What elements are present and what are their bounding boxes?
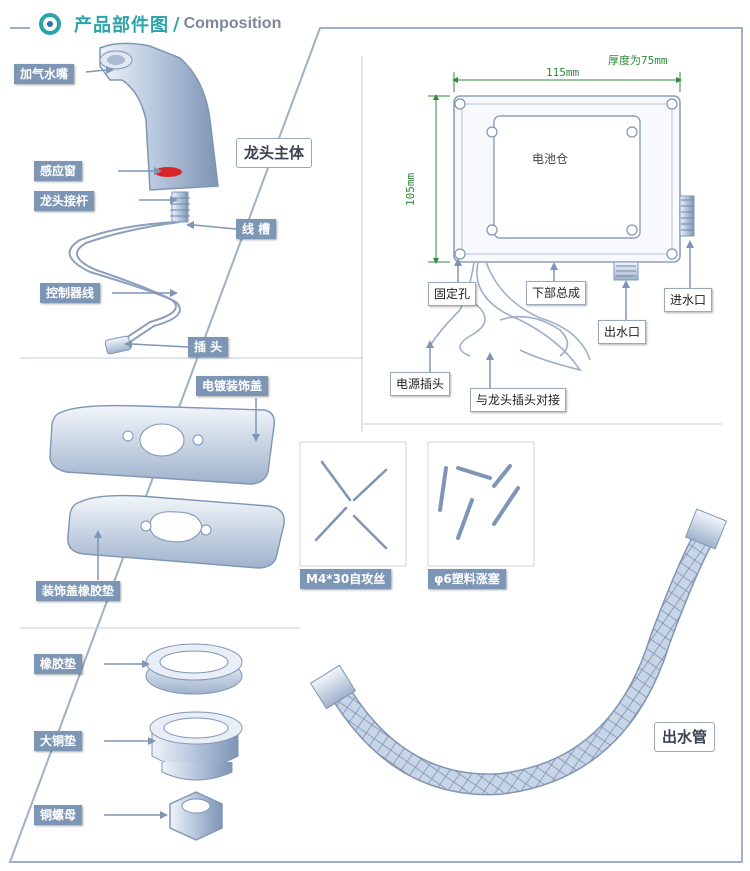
divider-lines — [20, 56, 722, 629]
cover-arrowheads — [94, 434, 260, 538]
logo-ring-icon — [39, 13, 61, 35]
label-controller-cable: 控制器线 — [40, 283, 101, 303]
label-connecting-rod: 龙头接杆 — [34, 191, 95, 211]
label-cover-plate: 电镀装饰盖 — [196, 376, 269, 396]
control-box-shape — [453, 95, 695, 281]
faucet-leader-lines — [85, 69, 237, 348]
screws-shape — [314, 460, 388, 550]
label-cover-gasket: 装饰盖橡胶垫 — [36, 581, 121, 601]
label-screws: M4*30自攻丝 — [300, 569, 392, 589]
label-rubber-gasket: 橡胶垫 — [34, 654, 83, 674]
outlet-hose-shape — [309, 508, 728, 796]
header-title-en: Composition — [183, 15, 282, 32]
faucet-arrowheads — [106, 66, 194, 348]
label-copper-gasket: 大铜垫 — [34, 731, 83, 751]
rubber-gasket-shape — [145, 643, 243, 695]
label-wire-groove: 线 槽 — [236, 219, 277, 239]
copper-nut-shape — [169, 791, 223, 841]
faucet-body-shape — [99, 42, 219, 223]
dimension-thickness: 厚度为75mm — [608, 54, 668, 67]
control-box-arrowheads — [426, 240, 694, 360]
faucet-title: 龙头主体 — [236, 138, 313, 168]
label-faucet-plug-connect: 与龙头插头对接 — [470, 388, 567, 412]
label-fixing-hole: 固定孔 — [428, 282, 477, 306]
sensor-window-red — [154, 167, 182, 177]
label-water-outlet: 出水口 — [598, 320, 647, 344]
controller-cable-shape — [68, 221, 181, 343]
label-anchors: φ6塑料涨塞 — [428, 569, 506, 589]
label-water-inlet: 进水口 — [664, 288, 713, 312]
label-power-plug: 电源插头 — [390, 372, 451, 396]
dimension-height: 105mm — [404, 172, 417, 206]
dimension-lines — [428, 72, 682, 264]
label-sensor-window: 感应窗 — [34, 161, 83, 181]
cover-leader-lines — [97, 398, 257, 580]
cover-gasket-shape — [67, 494, 285, 569]
label-aerator: 加气水嘴 — [14, 64, 75, 84]
small-parts-arrowheads — [142, 660, 168, 819]
battery-compartment: 电池仓 — [532, 152, 569, 166]
label-copper-nut: 铜螺母 — [34, 805, 83, 825]
label-lower-assembly: 下部总成 — [526, 281, 587, 305]
header: 产品部件图 / Composition — [66, 10, 281, 38]
label-plug: 插 头 — [188, 337, 229, 357]
control-box-leader-lines — [429, 244, 691, 388]
screws-panel — [299, 441, 535, 567]
label-outlet-hose: 出水管 — [654, 722, 716, 752]
anchors-shape — [438, 464, 520, 540]
dimension-width: 115mm — [546, 66, 580, 79]
small-parts-leader-lines — [104, 663, 160, 816]
cover-plate-shape — [49, 404, 275, 485]
copper-gasket-shape — [149, 711, 243, 781]
header-title-cn: 产品部件图 — [74, 15, 169, 36]
control-box-wires — [429, 261, 591, 372]
header-separator: / — [173, 13, 180, 35]
